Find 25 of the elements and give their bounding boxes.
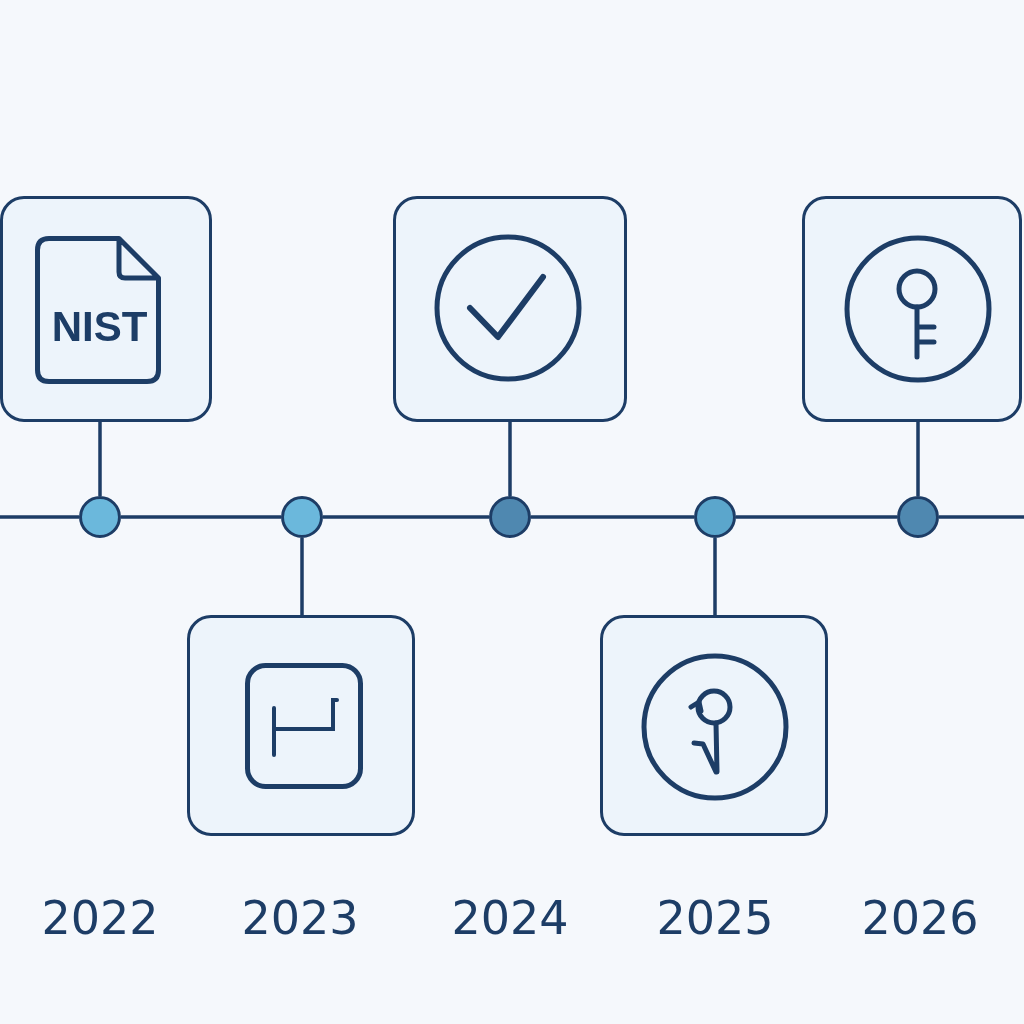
node-label: NIST bbox=[51, 305, 148, 348]
timeline-dot bbox=[489, 496, 531, 538]
milestone-box bbox=[0, 196, 212, 422]
connector-line bbox=[916, 422, 920, 496]
timeline-dot bbox=[79, 496, 121, 538]
year-label: 2022 bbox=[41, 895, 159, 941]
timeline-dot bbox=[281, 496, 323, 538]
year-label: 2023 bbox=[241, 895, 359, 941]
connector-line bbox=[531, 515, 694, 519]
connector-line bbox=[508, 422, 512, 496]
timeline-dot bbox=[897, 496, 939, 538]
milestone-box bbox=[187, 615, 415, 836]
year-label: 2024 bbox=[451, 895, 569, 941]
connector-line bbox=[300, 538, 304, 615]
year-label: 2026 bbox=[861, 895, 979, 941]
milestone-box bbox=[600, 615, 828, 836]
milestone-box bbox=[393, 196, 627, 422]
year-label: 2025 bbox=[656, 895, 774, 941]
connector-line bbox=[713, 538, 717, 615]
connector-line bbox=[736, 515, 897, 519]
connector-line bbox=[98, 422, 102, 496]
connector-line bbox=[121, 515, 281, 519]
timeline-dot bbox=[694, 496, 736, 538]
milestone-box bbox=[802, 196, 1022, 422]
connector-line bbox=[323, 515, 489, 519]
